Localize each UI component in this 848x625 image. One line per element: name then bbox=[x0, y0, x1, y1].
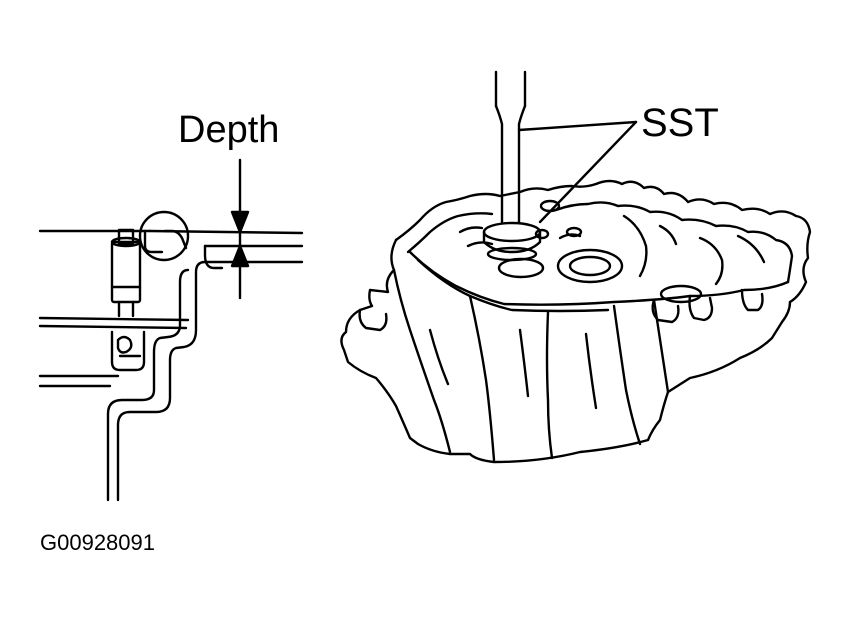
detail-circle bbox=[140, 212, 188, 260]
transaxle-case bbox=[341, 181, 810, 462]
figure-id: G00928091 bbox=[40, 530, 155, 555]
sst-leader-line bbox=[519, 122, 636, 130]
sst-tool bbox=[484, 72, 636, 260]
sst-label: SST bbox=[641, 101, 719, 145]
cross-section-detail bbox=[40, 160, 302, 500]
depth-label: Depth bbox=[178, 109, 280, 151]
